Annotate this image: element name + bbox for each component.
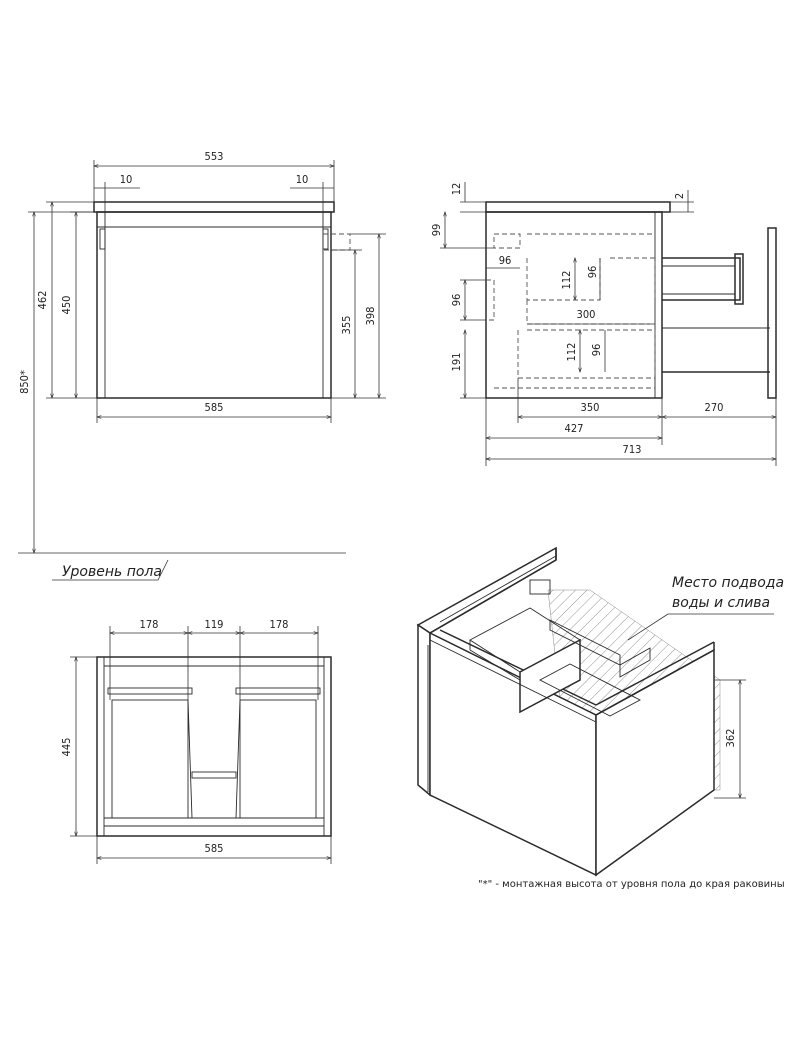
floor-label: Уровень пола — [62, 564, 162, 580]
dim-112-lower: 112 — [565, 343, 578, 362]
dim-10-left: 10 — [120, 173, 133, 186]
dim-445: 445 — [60, 738, 73, 757]
dim-300: 300 — [577, 308, 596, 321]
dim-450: 450 — [60, 296, 73, 315]
dim-585-top: 585 — [205, 842, 224, 855]
dim-96-lower: 96 — [590, 344, 603, 357]
dim-585-front: 585 — [205, 401, 224, 414]
dim-553: 553 — [205, 150, 224, 163]
dim-96-hole-h: 96 — [450, 294, 463, 307]
annotation-line2: воды и слива — [672, 595, 770, 611]
dim-178-right: 178 — [270, 618, 289, 631]
top-outline — [97, 657, 331, 836]
dim-270: 270 — [705, 401, 724, 414]
dim-362: 362 — [724, 729, 737, 748]
dim-850: 850* — [18, 370, 31, 394]
dim-355: 355 — [340, 316, 353, 335]
dim-2: 2 — [673, 193, 686, 199]
dim-119: 119 — [205, 618, 224, 631]
dim-427: 427 — [565, 422, 584, 435]
dim-99: 99 — [430, 224, 443, 237]
footnote: "*" - монтажная высота от уровня пола до… — [478, 879, 785, 890]
dim-462: 462 — [36, 291, 49, 310]
front-countertop — [94, 202, 334, 212]
dim-178-left: 178 — [140, 618, 159, 631]
dim-350: 350 — [581, 401, 600, 414]
front-body — [97, 212, 331, 398]
dim-12: 12 — [450, 183, 463, 196]
dim-713: 713 — [623, 443, 642, 456]
iso-view: Место подвода воды и слива 362 — [418, 548, 784, 875]
dim-191: 191 — [450, 353, 463, 372]
top-view: 178 119 178 445 585 — [60, 618, 331, 864]
side-body — [486, 212, 662, 398]
dim-96-hole-w: 96 — [499, 254, 512, 267]
side-countertop — [486, 202, 670, 212]
dim-398: 398 — [364, 307, 377, 326]
dim-96-upper: 96 — [586, 266, 599, 279]
dim-10-right: 10 — [296, 173, 309, 186]
side-view: 12 2 99 96 96 112 96 300 112 96 191 350 — [430, 182, 776, 466]
floor-level: Уровень пола — [18, 553, 346, 580]
annotation-line1: Место подвода — [672, 575, 784, 591]
dim-112-upper: 112 — [560, 271, 573, 290]
front-view: 553 10 10 462 450 850* 355 398 — [18, 150, 386, 553]
